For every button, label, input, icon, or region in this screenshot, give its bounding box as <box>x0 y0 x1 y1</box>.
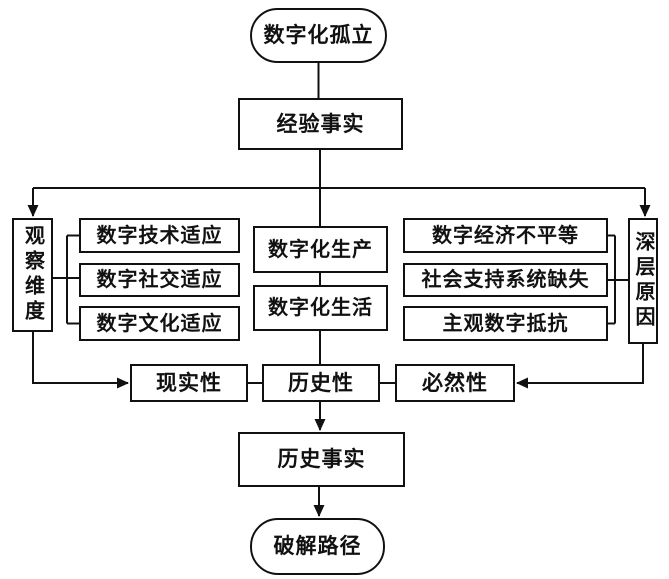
node-subjective-resistance: 主观数字抵抗 <box>403 306 608 341</box>
node-digital-production: 数字化生产 <box>253 226 388 273</box>
node-support-system-lack: 社会支持系统缺失 <box>403 263 608 297</box>
node-necessity: 必然性 <box>395 364 515 402</box>
node-empirical-fact: 经验事实 <box>238 98 403 150</box>
node-deep-cause: 深层原因 <box>628 218 658 344</box>
node-social-adaptation: 数字社交适应 <box>79 263 240 297</box>
node-observe-dimension: 观察维度 <box>12 218 53 332</box>
node-digital-isolation: 数字化孤立 <box>250 8 387 63</box>
node-historicity: 历史性 <box>262 364 380 402</box>
edge-observe-reality <box>32 332 129 389</box>
node-historical-fact: 历史事实 <box>238 432 405 487</box>
node-digital-life: 数字化生活 <box>253 285 388 331</box>
node-solution-path: 破解路径 <box>250 518 385 575</box>
node-culture-adaptation: 数字文化适应 <box>79 306 240 341</box>
node-economic-inequality: 数字经济不平等 <box>403 218 608 253</box>
edge-deepcause-necessity <box>516 344 644 389</box>
node-tech-adaptation: 数字技术适应 <box>79 218 240 253</box>
node-reality: 现实性 <box>130 364 248 402</box>
